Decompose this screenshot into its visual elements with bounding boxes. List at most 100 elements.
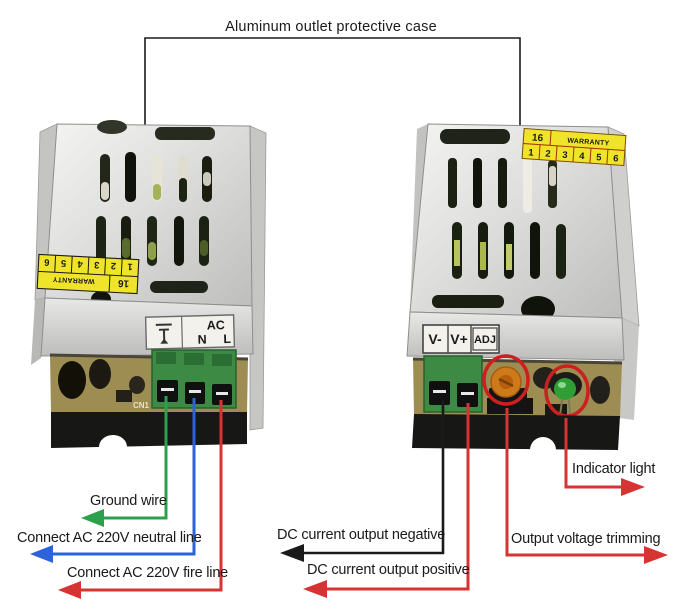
panel-vplus-label: V+: [450, 331, 468, 347]
fire-line-label: Connect AC 220V fire line: [67, 565, 228, 581]
potentiometer: [489, 366, 527, 414]
sticker-digit: 6: [613, 153, 619, 164]
sticker-brand: WARRANTY: [567, 138, 610, 148]
sticker-digit: 3: [94, 259, 100, 270]
sticker-grid-line: [108, 275, 111, 293]
ground-wire-label: Ground wire: [90, 493, 167, 509]
sticker-grid-line: [572, 146, 575, 162]
sticker-grid-line: [104, 257, 107, 275]
vent-slot-glow: [122, 238, 130, 258]
sticker-digit: 1: [127, 261, 134, 272]
vent-slot: [174, 216, 184, 266]
dc-positive-arrowhead: [303, 580, 327, 598]
fire-wire-arrowhead: [58, 581, 81, 599]
sticker-grid-line: [555, 145, 558, 161]
terminal-entry: [212, 354, 232, 366]
sticker-year: 16: [532, 133, 544, 145]
ground-symbol: [155, 323, 172, 344]
trimming-arrowhead: [644, 546, 668, 564]
screw-glint: [216, 392, 228, 395]
sticker-brand: WARRANTY: [52, 275, 94, 284]
led-lens: [554, 378, 576, 400]
label-divider: [180, 316, 184, 349]
vent-slot: [523, 155, 532, 213]
vent-slot-glow: [549, 166, 556, 186]
vent-slot-glow: [179, 178, 187, 202]
sticker-digit: 2: [111, 260, 117, 271]
vent-slot: [96, 216, 106, 266]
trimming-label: Output voltage trimming: [511, 531, 660, 547]
mounting-notch: [530, 437, 556, 463]
sticker-digit: 2: [545, 149, 551, 160]
neutral-wire-line: [49, 398, 196, 556]
panel-n-label: N: [198, 333, 207, 347]
dc-terminal-label: V- V+ ADJ: [422, 324, 500, 354]
pcb-component: [116, 390, 132, 402]
fire-wire-line: [77, 400, 223, 592]
indicator-led: [550, 372, 582, 417]
terminal-entry: [156, 352, 176, 364]
vent-slot: [498, 158, 507, 208]
left-unit-base: [51, 412, 247, 448]
left-power-supply: 16 WARRANTY 1 2 3 4 5 6 AC N L: [31, 120, 267, 459]
pcb-component: [590, 376, 610, 404]
sticker-grid-line: [549, 130, 552, 146]
right-power-supply: 16 WARRANTY 1 2 3 4 5 6 V- V+ ADJ: [406, 123, 640, 463]
sticker-grid-line: [70, 256, 73, 274]
screw-glint: [461, 392, 474, 395]
label-plate: [422, 324, 500, 354]
vent-slot-glow: [148, 242, 156, 260]
vent-slot: [155, 127, 215, 140]
sticker-grid-line: [589, 148, 592, 164]
vent-slot: [432, 295, 504, 308]
vent-slot: [448, 158, 457, 208]
sticker-digit: 6: [44, 256, 50, 267]
sticker-digit: 4: [77, 258, 84, 269]
sticker-grid-line: [538, 144, 541, 160]
vent-slot-glow: [203, 172, 211, 186]
title-label: Aluminum outlet protective case: [225, 19, 437, 35]
capacitor: [89, 359, 111, 389]
warranty-sticker-right: 16 WARRANTY 1 2 3 4 5 6: [521, 127, 627, 167]
vent-slot: [556, 224, 566, 279]
led-glint: [558, 382, 566, 388]
terminal-entry: [184, 353, 204, 365]
vent-slot: [97, 120, 127, 134]
indicator-line: [564, 418, 621, 489]
ground-wire-arrowhead: [81, 509, 104, 527]
panel-adj-label: ADJ: [474, 334, 496, 346]
bracket-line: [144, 37, 521, 127]
vent-slot: [473, 158, 482, 208]
sticker-digit: 4: [579, 151, 586, 162]
screw-glint: [161, 388, 174, 391]
panel-vminus-label: V-: [428, 331, 442, 347]
vent-slot-glow: [153, 184, 161, 200]
dc-negative-line: [300, 400, 445, 555]
vent-slot: [440, 129, 510, 144]
panel-ac-label: AC: [207, 318, 225, 332]
dc-negative-arrowhead: [280, 544, 304, 562]
neutral-wire-arrowhead: [30, 545, 53, 563]
highlight-circle-pot: [482, 354, 530, 406]
panel-l-label: L: [223, 332, 231, 346]
ground-wire-line: [100, 396, 168, 520]
indicator-arrowhead: [621, 478, 645, 496]
sticker-grid-line: [120, 258, 123, 276]
output-terminal-block: [423, 355, 483, 413]
neutral-line-label: Connect AC 220V neutral line: [17, 530, 202, 546]
sticker-grid-line: [87, 256, 90, 275]
sticker-grid-line: [54, 255, 57, 273]
pot-slot: [498, 377, 514, 388]
vent-slot: [530, 222, 540, 279]
pcb-component: [129, 376, 145, 394]
led-lead: [568, 399, 571, 416]
vent-slot-glow: [506, 244, 512, 270]
screw-glint: [433, 390, 446, 393]
dc-positive-line: [323, 403, 470, 591]
sticker-year: 16: [117, 277, 129, 289]
label-plate: [144, 314, 236, 350]
vent-slot-glow: [101, 182, 109, 200]
sticker-digit: 3: [562, 150, 568, 161]
